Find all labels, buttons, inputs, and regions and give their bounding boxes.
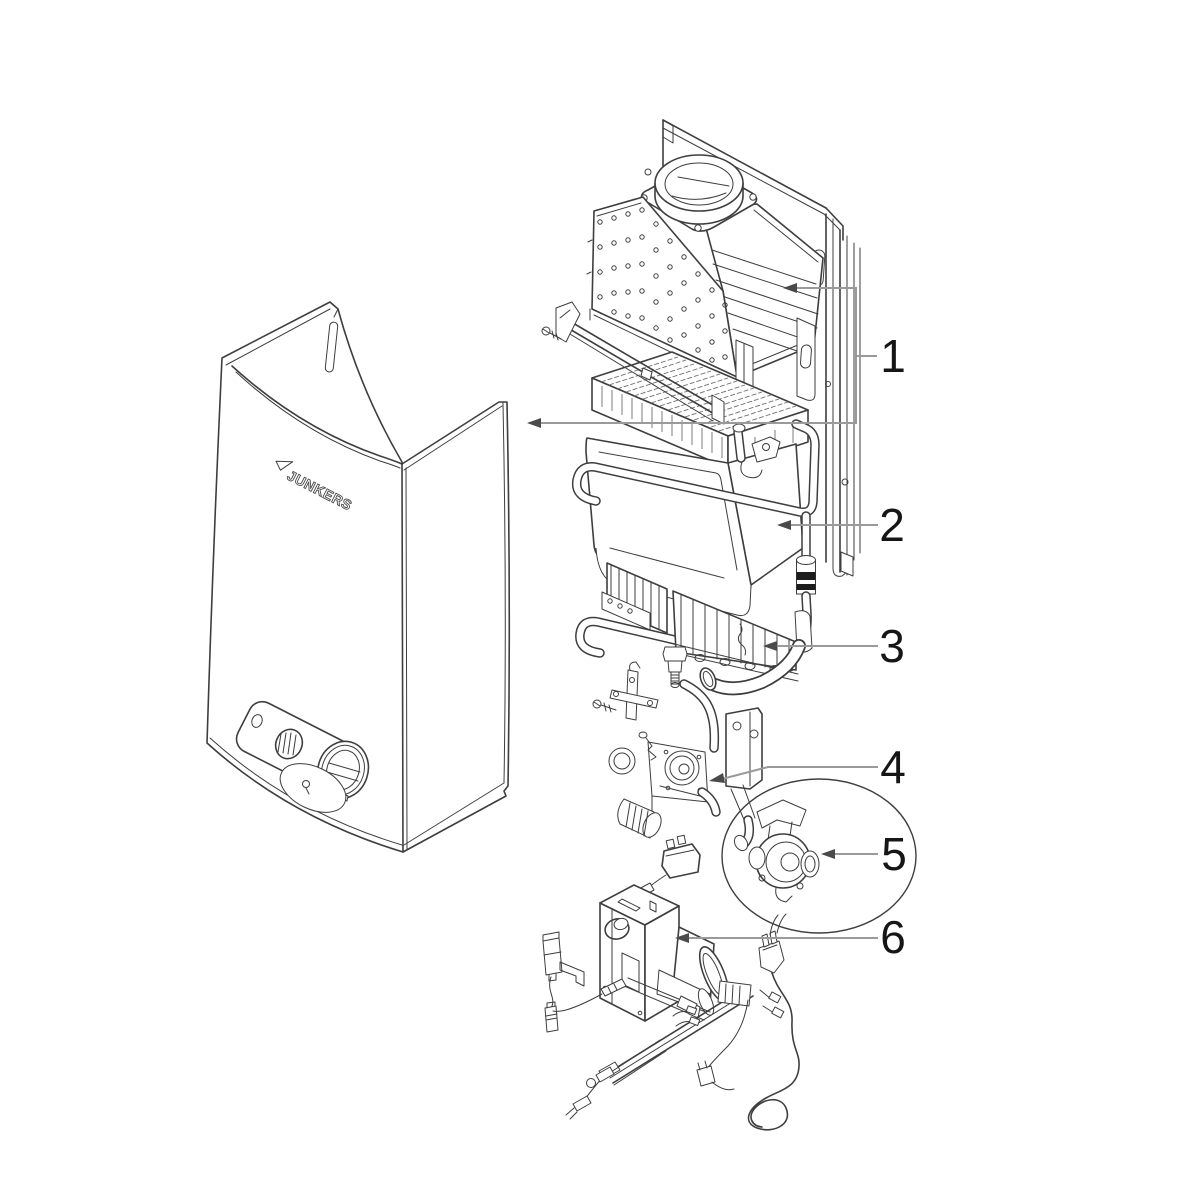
hanging-slot [324, 321, 339, 373]
indicator-hole [251, 714, 263, 728]
valve-mounting-bracket [725, 707, 763, 852]
detail-circle [721, 778, 917, 934]
callout-1: 1 [527, 283, 906, 428]
callout-4: 4 [709, 741, 906, 793]
logo-pennant-icon [275, 460, 294, 471]
gas-slider-knob [274, 728, 304, 760]
part-6-control-unit [599, 884, 730, 1022]
valve-spring [645, 737, 657, 761]
water-pipes [571, 419, 820, 672]
part-3-burner [601, 562, 813, 688]
flue-collar [640, 154, 758, 232]
callout-number-3: 3 [879, 620, 905, 672]
wiring-harness [565, 980, 754, 1120]
gas-inlet-fitting [662, 646, 688, 688]
ignition-cable [747, 913, 800, 1131]
plate-holes [597, 207, 728, 363]
harness-connector [717, 980, 752, 1007]
drain-elbow-pipe [699, 639, 806, 696]
callout-5: 5 [821, 828, 907, 880]
callout-number-1: 1 [880, 330, 906, 382]
rail-screw [541, 326, 562, 341]
burner-left-bank [601, 562, 668, 634]
callout-number-5: 5 [881, 828, 907, 880]
electrode-boot [758, 940, 785, 974]
pilot-bracket [609, 661, 659, 721]
louvered-panel [705, 203, 824, 378]
control-panel [235, 700, 370, 813]
mounting-rail [555, 301, 725, 425]
arrow-left-icon [763, 641, 777, 651]
part-4-gas-valve [608, 707, 763, 852]
callout-number-6: 6 [880, 911, 906, 963]
arrow-left-icon [777, 520, 791, 530]
arrow-left-icon [527, 418, 541, 428]
valve-adjuster-knob [617, 798, 662, 839]
burner-chain [737, 623, 747, 656]
temperature-sensor-cable [542, 931, 627, 1033]
callout-6: 6 [675, 911, 906, 963]
callouts: 1 2 3 4 5 6 [527, 283, 907, 963]
callout-number-2: 2 [879, 499, 905, 551]
callout-2: 2 [777, 499, 905, 551]
gas-feed-pipe [679, 679, 720, 753]
part-5-water-valve [748, 799, 820, 903]
callout-3: 3 [763, 620, 905, 672]
inline-plug [600, 978, 627, 997]
part-2-heat-exchanger [571, 419, 820, 672]
pilot-screw [592, 699, 617, 713]
front-cover: JUNKERS [206, 301, 511, 853]
arrow-left-icon [709, 773, 725, 783]
hook-bracket [559, 961, 585, 987]
control-box-right [644, 905, 680, 1022]
perforated-plate [586, 196, 738, 378]
burner-right-bank [665, 590, 813, 682]
tank-bottom [595, 547, 752, 617]
arrow-left-icon [783, 283, 797, 293]
arrow-left-icon [675, 933, 689, 943]
control-knob [604, 917, 630, 940]
tank-top-fittings [732, 423, 781, 479]
callout-number-4: 4 [880, 741, 906, 793]
inspection-window [279, 763, 347, 813]
arrow-left-icon [821, 849, 835, 859]
microswitch [631, 834, 701, 902]
